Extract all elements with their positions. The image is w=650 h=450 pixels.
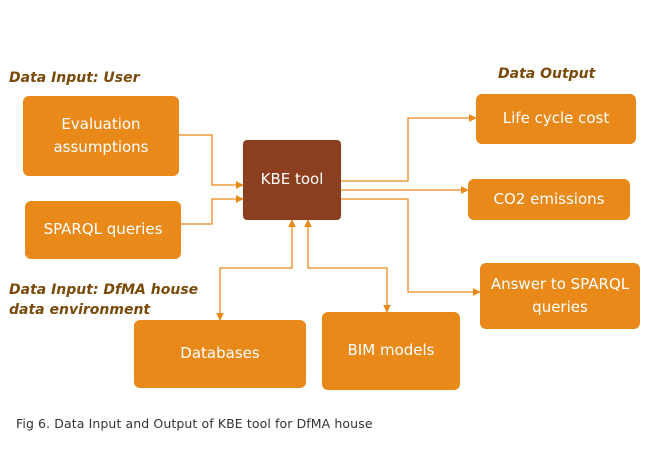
- heading-data-output: Data Output: [498, 66, 596, 82]
- bim-models-box: BIM models: [322, 312, 460, 390]
- figure-caption: Fig 6. Data Input and Output of KBE tool…: [16, 416, 373, 431]
- answer-sparql-box: Answer to SPARQL queries: [480, 263, 640, 329]
- connector-kbe-databases: [216, 219, 296, 321]
- connector-kbe-to-lcc: [341, 114, 477, 182]
- connector-evaluation-to-kbe: [179, 134, 244, 189]
- connector-sparql-to-kbe: [181, 195, 244, 225]
- kbe-tool-label: KBE tool: [260, 170, 324, 189]
- sparql-queries-box: SPARQL queries: [25, 201, 181, 259]
- databases-box: Databases: [134, 320, 306, 388]
- sparql-queries-label: SPARQL queries: [43, 220, 163, 239]
- bim-models-label: BIM models: [347, 341, 435, 360]
- kbe-tool-box: KBE tool: [243, 140, 341, 220]
- evaluation-assumptions-box: Evaluation assumptions: [23, 96, 179, 176]
- heading-data-input-environment: Data Input: DfMA house data environment: [9, 282, 199, 319]
- answer-sparql-label: Answer to SPARQL queries: [490, 274, 630, 316]
- connector-kbe-bim: [304, 219, 391, 313]
- heading-data-input-user: Data Input: User: [9, 70, 140, 86]
- connector-kbe-to-answer: [341, 198, 481, 296]
- co2-emissions-box: CO2 emissions: [468, 179, 630, 220]
- evaluation-assumptions-label: Evaluation assumptions: [53, 114, 149, 156]
- life-cycle-cost-label: Life cycle cost: [502, 109, 610, 128]
- life-cycle-cost-box: Life cycle cost: [476, 94, 636, 144]
- co2-emissions-label: CO2 emissions: [493, 189, 605, 208]
- databases-label: Databases: [180, 344, 260, 363]
